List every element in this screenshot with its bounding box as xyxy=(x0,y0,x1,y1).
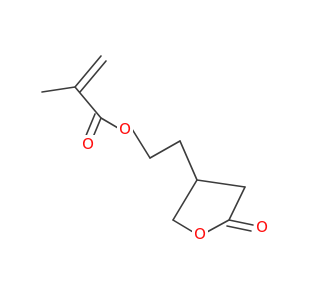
bond-carbonyl-c-o-double xyxy=(84,113,96,139)
bond-ring-o-c2 xyxy=(172,219,194,233)
atom-label: O xyxy=(82,135,94,153)
atom-lactone-oxygen: O xyxy=(254,218,270,236)
bond-ch2-ring-c3 xyxy=(179,140,198,181)
bond-lactone-c-o xyxy=(228,219,254,226)
bond-lactone-c-o-double xyxy=(226,225,252,232)
bond-alpha-carbonyl-c xyxy=(74,86,102,119)
bond-ch2-alpha xyxy=(74,55,102,88)
bond-ring-c5-o xyxy=(206,219,230,233)
bond-ch2-alpha-double xyxy=(79,60,107,93)
atom-label: O xyxy=(194,225,206,243)
bond-methyl-alpha xyxy=(41,86,76,93)
atom-ester-oxygen: O xyxy=(117,120,133,138)
bond-carbonyl-c-ester-o xyxy=(100,117,119,129)
bond-ring-c3-c4 xyxy=(196,179,246,188)
bond-ring-c4-c5 xyxy=(228,186,246,221)
atom-label: O xyxy=(256,218,268,236)
bond-ring-c2-c3 xyxy=(172,179,198,221)
atom-carbonyl-oxygen: O xyxy=(80,135,96,153)
bond-ester-o-ch2 xyxy=(131,128,151,159)
bond-ch2-ch2 xyxy=(149,140,181,159)
molecule-structure: O O O O xyxy=(41,55,270,243)
atom-label: O xyxy=(119,120,131,138)
atom-ring-oxygen: O xyxy=(192,225,208,243)
bond-layer xyxy=(41,55,254,233)
atom-layer: O O O O xyxy=(80,120,270,243)
